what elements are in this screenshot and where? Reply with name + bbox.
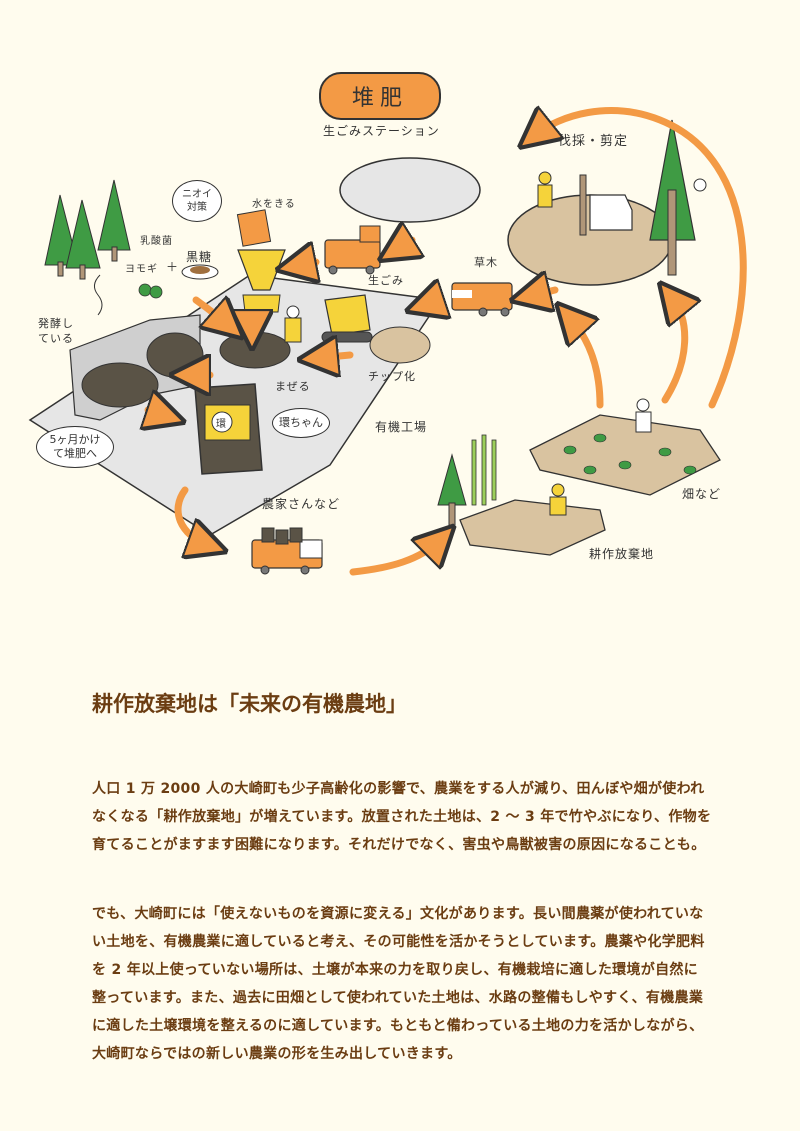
- label-tamaki: 環ちゃん: [279, 415, 323, 429]
- label-fermenting: 発酵している: [38, 317, 74, 346]
- arrow-bins-to-bag: [148, 410, 166, 416]
- delivery-truck: [251, 527, 323, 575]
- bamboo: [471, 434, 497, 506]
- arrow-truck-to-field: [349, 540, 440, 576]
- label-water: 水をきる: [252, 199, 296, 210]
- arrow-truck-to-chip: [425, 300, 440, 305]
- yellow-tray: [242, 294, 281, 313]
- label-factory: 有機工場: [375, 420, 428, 434]
- arrow-bag-to-truck: [174, 486, 208, 545]
- crops: [563, 433, 697, 475]
- article-heading: 耕作放棄地は「未来の有機農地」: [92, 692, 407, 716]
- chipper-machine: [324, 294, 371, 336]
- bubble-tamaki: 環ちゃん: [272, 408, 330, 438]
- label-chip: チップ化: [368, 370, 416, 383]
- illustration-graphics: [28, 0, 747, 576]
- arrow-station-to-truck: [396, 240, 412, 250]
- arrow-felling-to-truck: [530, 290, 559, 296]
- worker-tree: [693, 178, 707, 192]
- label-plus: ＋: [166, 260, 180, 274]
- label-station: 生ごみステーション: [323, 124, 440, 138]
- arrow-chip-to-mix: [318, 355, 354, 358]
- grass-truck: [451, 282, 513, 317]
- arrow-truck-to-funnel: [296, 262, 316, 266]
- article-paragraph-2: でも、大崎町には「使えないものを資源に変える」文化があります。長い間農薬が使われ…: [92, 906, 705, 1062]
- label-food-waste: 生ごみ: [368, 274, 404, 287]
- arrow-field-up-2: [665, 298, 685, 404]
- bubble-odor: ニオイ対策: [172, 180, 222, 222]
- arrow-field-up-1: [570, 318, 604, 409]
- forest-tree: [437, 453, 467, 506]
- label-mugwort: ヨモギ: [125, 264, 158, 275]
- compost-cycle-illustration: 堆肥 生ごみステーション 伐採・剪定 水をきる ニオイ対策 乳酸菌 ヨモギ ＋ …: [28, 0, 747, 576]
- mixer-worker: [284, 317, 302, 343]
- abandoned-land: [459, 499, 606, 556]
- article-paragraph-1: 人口 1 万 2000 人の大崎町も少子高齢化の影響で、農業をする人が減り、田ん…: [92, 781, 712, 853]
- abandoned-worker: [551, 483, 565, 497]
- food-waste-truck: [324, 225, 381, 275]
- label-mix: まぜる: [275, 380, 311, 393]
- label-grass-wood: 草木: [474, 256, 498, 269]
- worker-ladder: [538, 171, 552, 185]
- tree-trunk-left: [579, 174, 587, 236]
- forest-left: [44, 179, 131, 280]
- chip-pile: [369, 326, 431, 364]
- arrow-sugar-to-mix: [192, 300, 228, 325]
- compost-title-pill: 堆肥: [319, 72, 441, 120]
- bag-mark: 環: [216, 419, 227, 430]
- label-brown-sugar: 黒糖: [186, 250, 213, 264]
- steam: [94, 274, 103, 316]
- arrow-field-to-felling: [535, 111, 747, 409]
- shed: [589, 194, 633, 231]
- label-farmers: 農家さんなど: [262, 497, 341, 511]
- flow-arrows: [148, 111, 747, 576]
- bubble-five-months: 5ヶ月かけて堆肥へ: [36, 426, 114, 468]
- orange-bucket: [236, 209, 272, 247]
- mugwort: [138, 283, 163, 299]
- label-fields: 畑など: [682, 487, 722, 501]
- label-lactic: 乳酸菌: [140, 236, 173, 247]
- mixed-pile: [219, 331, 291, 369]
- label-felling: 伐採・剪定: [558, 134, 629, 149]
- fermenting-pile: [81, 362, 159, 408]
- label-odor: ニオイ対策: [182, 189, 212, 213]
- label-five-months: 5ヶ月かけて堆肥へ: [49, 432, 101, 460]
- label-abandoned: 耕作放棄地: [589, 547, 655, 561]
- field-worker: [636, 398, 650, 412]
- vegetable-field: [529, 414, 721, 496]
- station-disc: [339, 157, 481, 223]
